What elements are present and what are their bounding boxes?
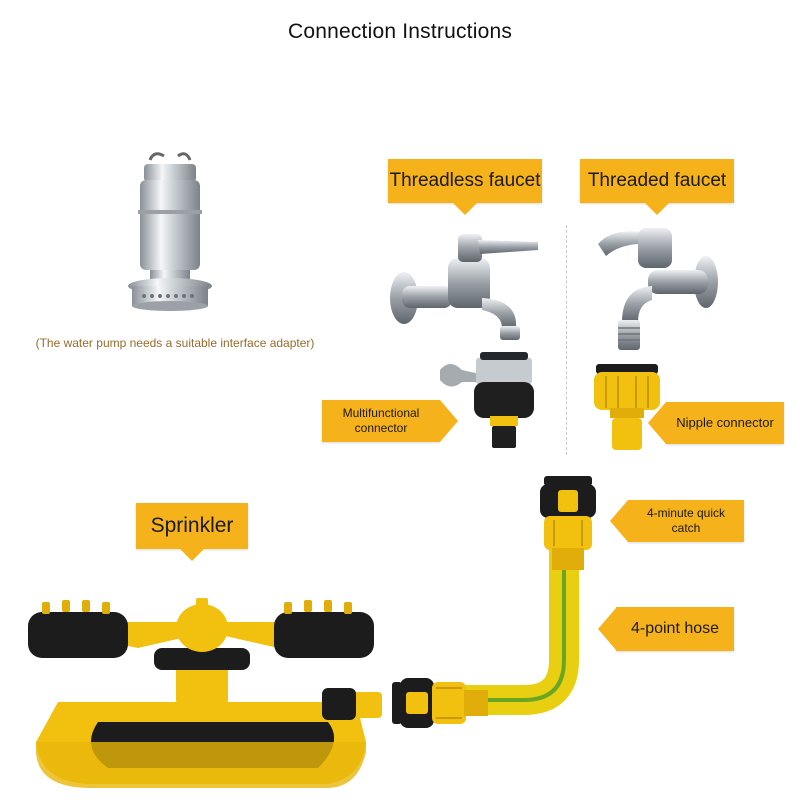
hose-icon bbox=[451, 535, 579, 715]
sprinkler-label: Sprinkler bbox=[136, 503, 248, 561]
page-title: Connection Instructions bbox=[287, 20, 513, 43]
water-pump-icon bbox=[128, 152, 212, 311]
threadless-faucet-label: Threadless faucet bbox=[388, 159, 542, 215]
pump-note: (The water pump needs a suitable interfa… bbox=[35, 336, 315, 350]
sprinkler-icon bbox=[28, 598, 382, 788]
nipple-connector-label: Nipple connector bbox=[648, 402, 784, 444]
divider bbox=[566, 225, 567, 455]
multifunctional-connector-label: Multifunctional connector bbox=[322, 400, 458, 442]
threadless-faucet-icon bbox=[390, 234, 538, 340]
quick-catch-connector-icon bbox=[392, 678, 488, 728]
quick-catch-label: 4-minute quick catch bbox=[610, 500, 744, 542]
quick-catch-connector-icon bbox=[540, 476, 596, 570]
threaded-faucet-icon bbox=[598, 228, 718, 350]
threaded-faucet-label: Threaded faucet bbox=[580, 159, 734, 215]
nipple-connector-icon bbox=[594, 364, 660, 450]
multifunctional-connector-icon bbox=[440, 352, 534, 448]
hose-label: 4-point hose bbox=[598, 607, 734, 651]
